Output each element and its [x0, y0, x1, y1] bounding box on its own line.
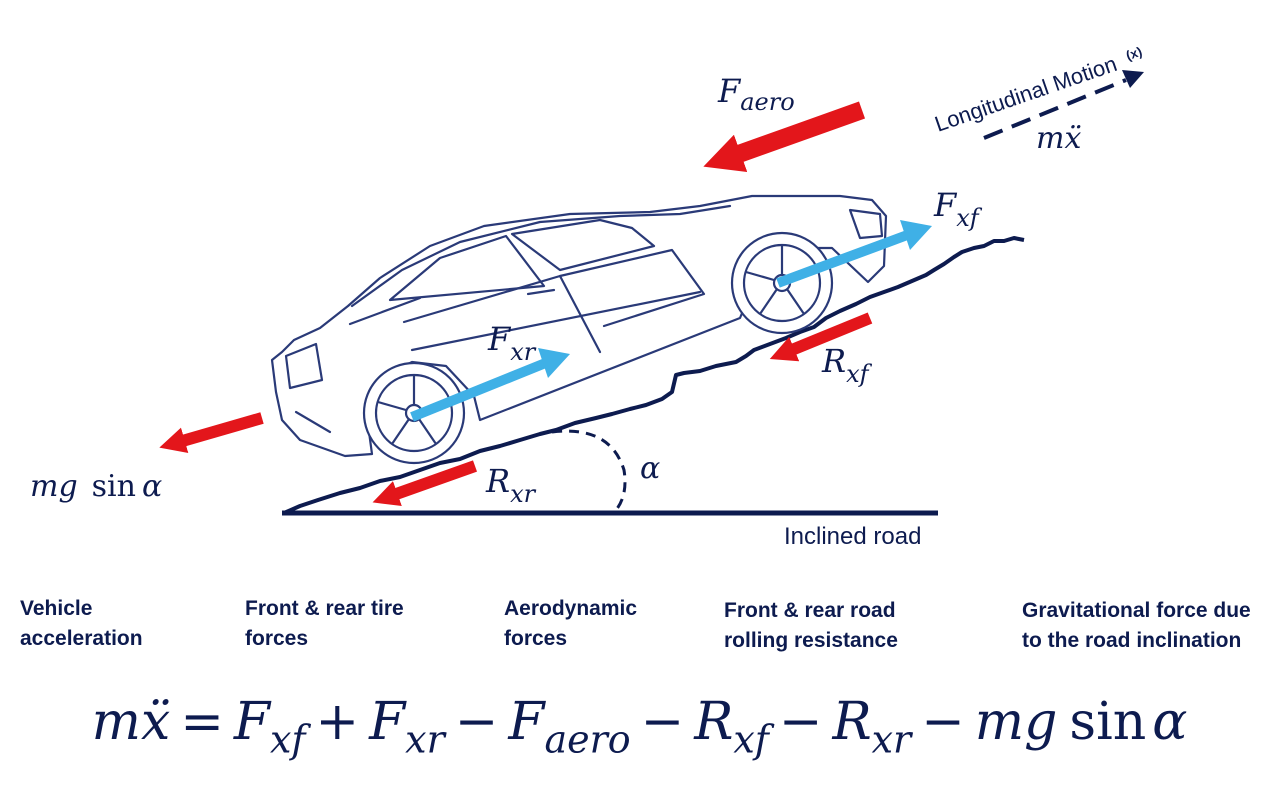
equation-term-front-force-sub: xf: [269, 717, 306, 762]
label-tire-forces: Front & rear tire forces: [245, 597, 404, 650]
equation-term-gravity-arg: α: [1152, 692, 1188, 752]
equation-term-front-resist: R: [694, 692, 734, 752]
motion-arrowhead: [1122, 70, 1144, 88]
rear-tire-force-label: Fxr: [487, 320, 537, 366]
equation-term-rear-force-sub: xr: [405, 717, 445, 762]
motion-axis-label: (x): [1124, 44, 1144, 63]
vehicle-force-diagram: Longitudinal Motion (x) mẍ Faero Fxf Fxr…: [30, 44, 1144, 550]
incline-angle-label: α: [640, 451, 660, 486]
front-rolling-resistance-label: Rxf: [821, 342, 873, 388]
equation-equals: =: [180, 692, 224, 752]
equation-minus: −: [778, 692, 823, 752]
gravity-force-arrow: [159, 412, 264, 454]
accel-term-label: mẍ: [1036, 121, 1081, 156]
equation-term-rear-resist-sub: xr: [871, 717, 912, 762]
longitudinal-motion-indicator: Longitudinal Motion (x) mẍ: [931, 44, 1144, 156]
front-rolling-resistance-arrow: [769, 312, 873, 362]
rear-rolling-resistance-label: Rxr: [485, 462, 537, 508]
equation-lhs: mẍ: [91, 692, 171, 752]
equation-term-aero-sub: aero: [544, 717, 631, 762]
car-outline: [270, 194, 888, 458]
label-aerodynamic-forces: Aerodynamic forces: [504, 597, 638, 650]
equation-minus: −: [640, 692, 685, 752]
equation-term-gravity-fn: sin: [1069, 692, 1147, 752]
label-gravitational-force: Gravitational force due to the road incl…: [1022, 599, 1251, 652]
aero-force-label: Faero: [717, 72, 795, 116]
label-rolling-resistance: Front & rear road rolling resistance: [724, 599, 898, 652]
motion-dashed-arrow: [983, 78, 1127, 140]
road-surface: [283, 236, 1025, 515]
equation-term-gravity: mg: [974, 692, 1058, 752]
front-tire-force-arrow: [776, 220, 932, 288]
equation-term-aero: F: [508, 692, 545, 752]
equation-term-front-resist-sub: xf: [733, 717, 769, 762]
inclined-road-label: Inclined road: [784, 523, 921, 550]
equation-plus: +: [315, 692, 360, 752]
incline-angle-arc: [551, 429, 627, 511]
equation-term-front-force: F: [233, 692, 270, 752]
aero-force-arrow: [703, 101, 866, 172]
rear-tire-force-arrow: [410, 348, 570, 422]
label-vehicle-acceleration: Vehicle acceleration: [20, 597, 143, 650]
equation-term-rear-force: F: [369, 692, 406, 752]
front-tire-force-label: Fxf: [933, 186, 983, 232]
inclined-road: [282, 236, 1025, 516]
equation-minus: −: [454, 692, 499, 752]
rear-rolling-resistance-arrow: [372, 460, 478, 507]
equation-term-rear-resist: R: [832, 692, 872, 752]
equation-minus: −: [921, 692, 965, 752]
